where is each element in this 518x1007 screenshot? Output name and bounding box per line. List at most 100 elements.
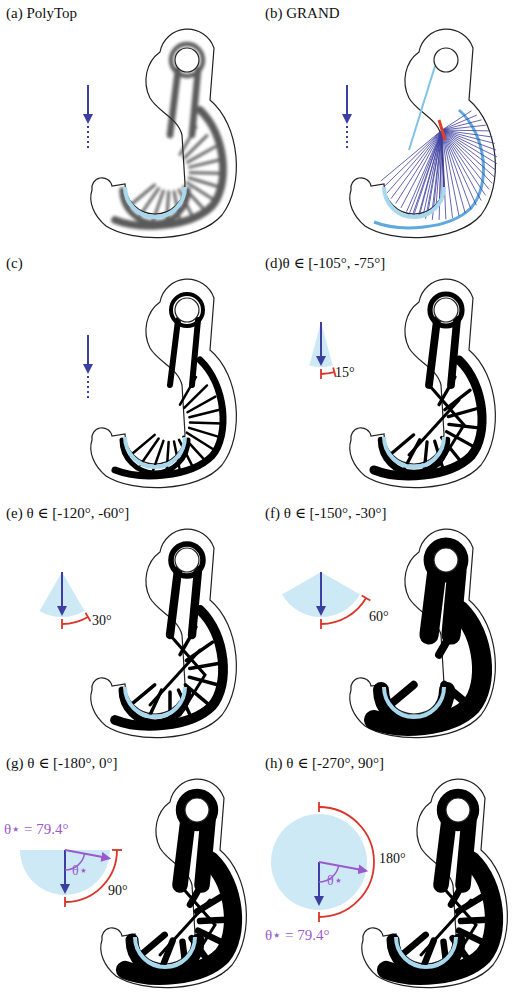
outer-arc (115, 110, 223, 226)
truss-bar (442, 130, 453, 218)
hook-outline (101, 779, 247, 988)
outer-member (374, 110, 484, 228)
optimized-structure (115, 544, 223, 726)
optimized-structure (374, 544, 482, 726)
spoke (424, 442, 427, 474)
spoke (140, 188, 158, 214)
panel (347, 29, 497, 238)
truss-bar (442, 130, 465, 213)
shank-bar (170, 320, 178, 385)
load-seat (125, 437, 185, 467)
web-member (150, 635, 205, 715)
panel-title: (f) θ ∈ [-150°, -30°] (265, 504, 387, 522)
web-member (409, 385, 464, 465)
load-arrow (320, 322, 322, 364)
load-seat (384, 437, 444, 467)
eye-hole (175, 548, 199, 572)
bracket-tick (61, 619, 63, 629)
bracket-tick (86, 613, 91, 622)
spoke (180, 377, 196, 405)
load-arrow (87, 335, 89, 372)
panel (88, 279, 236, 488)
spoke (190, 421, 222, 424)
hook-outline (350, 29, 496, 238)
panel-title: (b) GRAND (265, 4, 340, 22)
load-seat (384, 187, 444, 217)
angle-bracket (319, 807, 374, 917)
outer-arc (125, 860, 233, 976)
outer-arc (374, 360, 482, 476)
shank-bar (192, 320, 198, 385)
outer-arc (386, 860, 494, 976)
truss-bar (401, 130, 442, 208)
truss-bar (442, 130, 481, 201)
optimal-load-arrow (319, 862, 366, 871)
hook (91, 279, 237, 488)
load-line (346, 126, 348, 150)
load-range (309, 322, 332, 367)
spoke (189, 160, 220, 168)
shank-bar (170, 570, 178, 635)
shank-member (409, 66, 435, 150)
shank-bar (192, 570, 198, 635)
angle-label: 15° (335, 364, 355, 382)
load-arrow (61, 572, 63, 614)
optimum-label: θ⋆ = 79.4° (265, 926, 329, 944)
outer-arc (115, 610, 223, 726)
spoke (200, 919, 232, 921)
panel-title: (c) (6, 254, 23, 272)
panel (40, 529, 237, 738)
load-seat (135, 937, 195, 967)
truss-bar (442, 130, 471, 209)
shank-bar (441, 820, 449, 885)
hook (91, 29, 237, 238)
panel-title: (a) PolyTop (6, 4, 77, 22)
load-arrow (87, 85, 89, 122)
shank-bar (451, 320, 457, 385)
truss-bar (442, 130, 489, 190)
load-range (20, 850, 110, 895)
stress-bar (439, 120, 445, 140)
load-range (40, 572, 85, 617)
eye-hole (434, 298, 458, 322)
spoke (187, 433, 214, 450)
load-line (87, 376, 89, 400)
eye-hole (175, 298, 199, 322)
truss-bar (442, 130, 446, 219)
eye-ring (442, 794, 474, 826)
spoke (389, 685, 414, 706)
optimal-load-arrow (65, 850, 109, 858)
spoke (190, 171, 222, 175)
load-arrow (346, 85, 348, 122)
hook-outline (350, 529, 496, 738)
spoke (167, 442, 169, 474)
load-arrow (318, 862, 320, 904)
bracket-tick (320, 369, 322, 379)
hook-outline (362, 779, 508, 988)
optimized-structure (125, 794, 233, 976)
spoke (189, 410, 220, 418)
panel (271, 779, 507, 988)
hook-outline (91, 529, 237, 738)
angle-label: 90° (108, 882, 128, 900)
eye-hole (434, 548, 458, 572)
shank-bar (180, 820, 188, 885)
truss-bar (384, 130, 442, 187)
bracket-tick (64, 897, 66, 907)
eye-ring (171, 544, 203, 576)
truss-bar (442, 130, 476, 205)
eye-ring (430, 294, 462, 326)
hook-outline (91, 29, 237, 238)
bracket-tick (362, 596, 371, 601)
spoke (140, 438, 158, 464)
optimized-structure (115, 44, 223, 226)
spoke (444, 685, 469, 706)
spoke (187, 397, 215, 413)
spoke (189, 677, 220, 685)
hook (350, 279, 496, 488)
eye-hole (175, 48, 199, 72)
optimized-structure (374, 294, 482, 476)
bracket-tick (318, 912, 320, 922)
panel-title: (h) θ ∈ [-270°, 90°] (265, 754, 384, 772)
